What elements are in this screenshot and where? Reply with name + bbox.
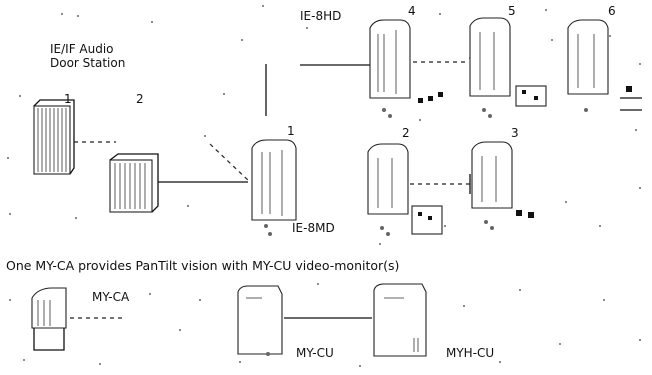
wire-ds-diagonal — [209, 143, 251, 183]
myh-cu-monitor — [373, 283, 427, 357]
ie-8hd-monitor-5 — [469, 17, 547, 118]
ie-8md-master-2 — [367, 143, 443, 236]
ie-8md-master-3 — [471, 141, 534, 230]
door-station-title-line1: IE/IF Audio — [50, 42, 114, 56]
md-number-1: 1 — [287, 124, 295, 138]
audio-door-station-1 — [33, 99, 75, 175]
door-station-number-1: 1 — [64, 92, 72, 106]
my-cu-label: MY-CU — [296, 346, 334, 360]
hd-number-6: 6 — [608, 4, 616, 18]
my-cu-monitor — [237, 285, 283, 356]
door-station-title-line2: Door Station — [50, 56, 126, 70]
door-station-number-2: 2 — [136, 92, 144, 106]
md-number-3: 3 — [511, 126, 519, 140]
myh-cu-label: MYH-CU — [446, 346, 495, 360]
hd-number-4: 4 — [408, 4, 416, 18]
ie-8md-label: IE-8MD — [292, 221, 335, 235]
my-ca-camera — [31, 287, 67, 351]
md-number-2: 2 — [402, 126, 410, 140]
ie-8md-master-1 — [251, 139, 297, 236]
hd-number-5: 5 — [508, 4, 516, 18]
door-station-title: IE/IF Audio Door Station — [50, 42, 160, 70]
ie-8hd-monitor-6 — [567, 19, 642, 112]
system-caption: One MY-CA provides PanTilt vision with M… — [6, 258, 400, 273]
my-ca-label: MY-CA — [92, 290, 130, 304]
audio-door-station-2 — [109, 153, 159, 213]
ie-8hd-label: IE-8HD — [300, 9, 342, 23]
ie-8hd-monitor-4 — [369, 19, 443, 118]
